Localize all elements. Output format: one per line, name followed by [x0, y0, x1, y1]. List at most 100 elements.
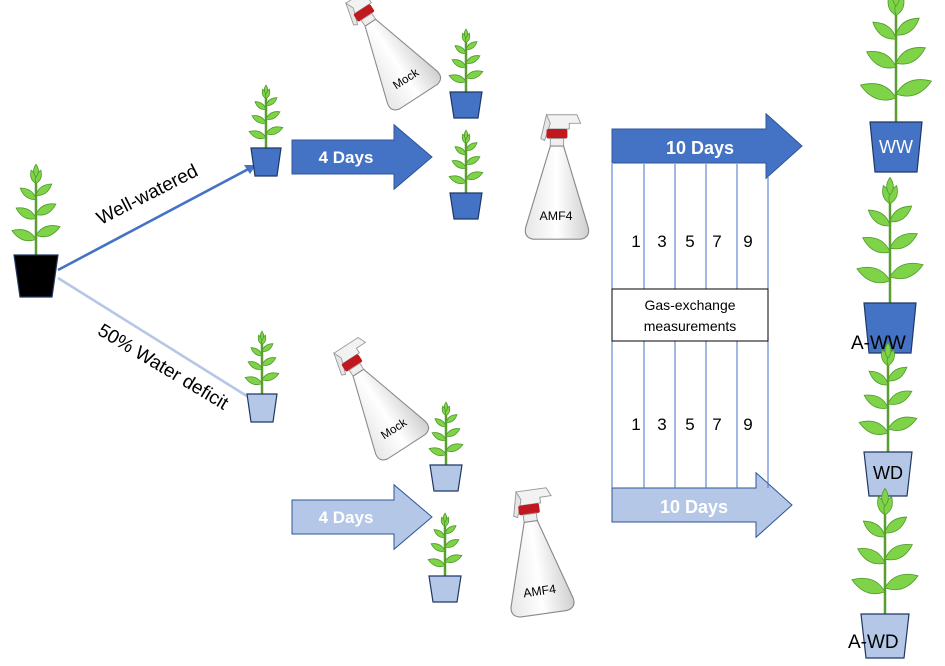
leaf: [448, 175, 467, 185]
leaf: [454, 146, 467, 156]
top-amf-plant-pot: [449, 192, 483, 220]
outcome-a-wd-plant: [851, 487, 919, 616]
spray-top-mock: Mock: [328, 0, 445, 114]
leaf: [465, 133, 471, 145]
outcome-a-ww-label: A-WW: [851, 333, 906, 354]
day-label-top: 7: [712, 232, 721, 251]
spray-bottle-shape: [328, 0, 445, 114]
leaf: [434, 418, 447, 428]
spray-bottom-amf-label: AMF4: [522, 582, 557, 600]
top-mock-plant-pot: [449, 91, 483, 119]
leaf: [445, 428, 461, 437]
gas-exchange-label-line1: Gas-exchange: [644, 297, 735, 313]
leaf: [884, 516, 908, 534]
leaf: [244, 376, 263, 386]
branch-label-water-deficit: 50% Water deficit: [94, 320, 232, 415]
leaf: [427, 558, 446, 568]
leaf: [261, 372, 280, 382]
leaf: [872, 21, 897, 40]
leaf: [444, 554, 463, 564]
day-label-bottom: 9: [743, 415, 752, 434]
leaf: [868, 370, 889, 386]
leaf: [428, 447, 447, 457]
leaf: [451, 160, 467, 169]
day-label-bottom: 3: [657, 415, 666, 434]
leaf: [265, 126, 284, 136]
gas-exchange-box: [611, 288, 769, 342]
leaf: [851, 577, 886, 595]
start-plant-pot: [13, 254, 59, 298]
leaf: [250, 347, 263, 357]
leaf: [892, 0, 900, 7]
leaf: [863, 394, 889, 409]
spray-top-amf: AMF4: [524, 114, 590, 240]
leaf: [251, 115, 267, 124]
leaf: [895, 79, 933, 97]
leaf: [867, 209, 891, 227]
leaf: [265, 88, 271, 100]
leaf: [465, 70, 484, 80]
leaf: [858, 420, 889, 435]
bottom-amf-plant-pot: [428, 575, 462, 603]
leaf: [894, 0, 905, 17]
bottom-amf-plant-plant: [427, 512, 463, 578]
outcome-ww-plant: [859, 0, 933, 124]
leaf: [463, 129, 469, 140]
outcome-wd-pot: [863, 451, 913, 497]
spray-bottom-mock: Mock: [316, 330, 433, 464]
leaf: [35, 225, 61, 238]
leaf: [895, 17, 920, 36]
outcome-a-ww-pot: [863, 302, 917, 354]
leaf: [430, 543, 446, 552]
leaf: [19, 187, 37, 200]
well-watered-line: [57, 163, 257, 272]
outcome-wd-plant: [858, 341, 918, 454]
leaf: [33, 163, 39, 178]
leaf: [889, 262, 924, 280]
leaf: [884, 573, 919, 591]
leaf: [261, 357, 277, 366]
leaf: [465, 156, 481, 165]
top-mock-plant-plant: [448, 28, 484, 94]
leaf: [265, 111, 281, 120]
leaf: [445, 443, 464, 453]
arrow-10days-bottom: [611, 471, 793, 539]
bottom-mock-plant-pot: [429, 464, 463, 492]
label-4days-bottom: 4 Days: [319, 508, 374, 527]
leaf: [34, 169, 42, 184]
outcome-a-wd-label: A-WD: [848, 632, 899, 653]
leaf: [463, 28, 469, 39]
wd-branch-plant-pot: [246, 393, 278, 423]
leaf: [448, 74, 467, 84]
ww-branch-plant-plant: [248, 84, 284, 150]
leaf: [15, 207, 37, 220]
outcome-wd-label: WD: [873, 463, 903, 483]
leaf: [856, 266, 891, 284]
leaf: [259, 330, 265, 341]
leaf: [443, 401, 449, 412]
leaf: [889, 232, 918, 250]
bottom-mock-plant-plant: [428, 401, 464, 467]
arrow-4days-top: [291, 123, 433, 191]
leaf: [465, 32, 471, 44]
leaf: [263, 84, 269, 95]
leaf: [887, 416, 918, 431]
leaf: [451, 59, 467, 68]
day-label-bottom: 7: [712, 415, 721, 434]
leaf: [862, 520, 886, 538]
leaf: [247, 361, 263, 370]
leaf: [433, 529, 446, 539]
leaf: [895, 47, 926, 65]
leaf: [431, 432, 447, 441]
leaf: [859, 83, 897, 101]
leaf: [888, 184, 898, 205]
leaf: [887, 366, 908, 382]
leaf: [454, 45, 467, 55]
leaf: [884, 543, 913, 561]
leaf: [444, 516, 450, 528]
spray-top-amf-label: AMF4: [540, 209, 573, 223]
leaf: [261, 343, 274, 353]
leaf: [254, 101, 267, 111]
leaf: [884, 341, 892, 359]
